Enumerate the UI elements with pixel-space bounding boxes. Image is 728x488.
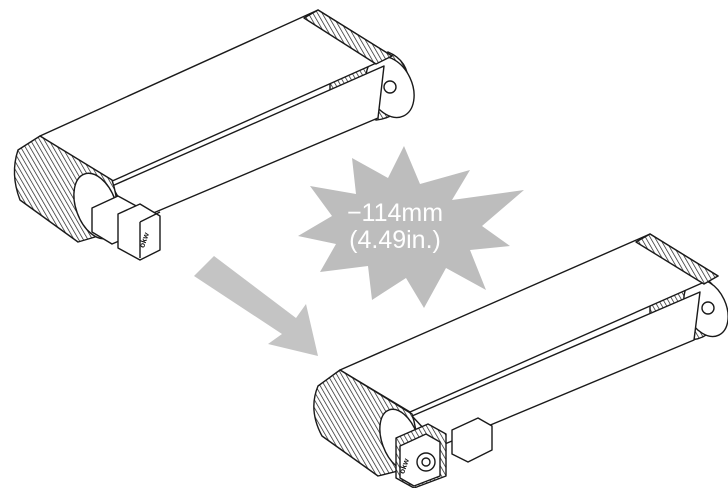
belt-end-ribs (303, 9, 393, 65)
arrow-down-right-icon (194, 256, 318, 356)
conveyor-after: okw (313, 233, 728, 488)
motor-gearbox (451, 417, 493, 463)
dimension-reduction-label: −114mm (4.49in.) (300, 200, 490, 254)
reduction-metric: −114mm (346, 199, 444, 227)
conveyor-before: okw (13, 9, 415, 261)
reduction-imperial: (4.49in.) (349, 226, 441, 254)
belt-end-ribs (635, 233, 719, 285)
starburst-icon (298, 146, 524, 308)
motor-body (117, 203, 161, 261)
far-roller-shaft (383, 80, 397, 94)
far-roller-shaft (701, 301, 715, 315)
